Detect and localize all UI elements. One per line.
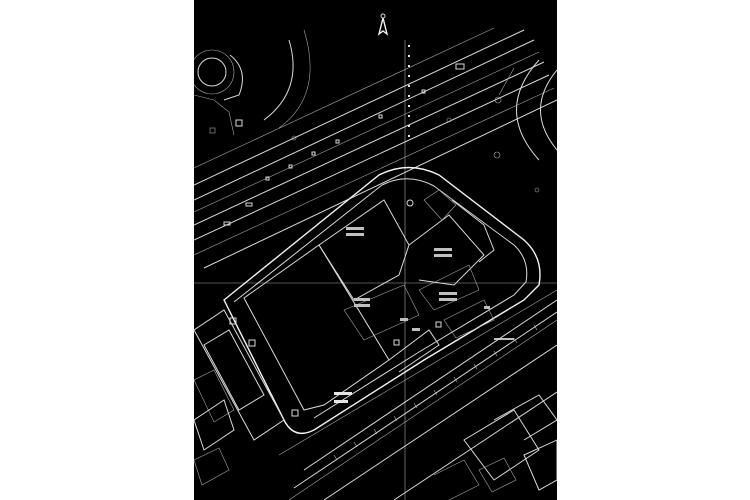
road-markings [223,63,465,226]
main-road-lower [278,289,557,500]
roundabout [194,49,243,136]
site-markers [209,117,452,417]
curved-road-left [263,39,294,121]
label-column [408,45,410,137]
rail-track [333,324,538,461]
site-boundary [223,166,541,434]
buildings-lower-left [194,309,285,486]
site-plan-drawing [194,13,557,500]
main-road-upper [194,27,557,269]
right-roundabout [493,59,557,193]
site-plan-sheet [194,0,557,500]
north-arrow-icon [377,13,389,36]
buildings-lower-right [433,394,557,500]
building-main [243,189,495,411]
plan-labels [334,227,514,403]
